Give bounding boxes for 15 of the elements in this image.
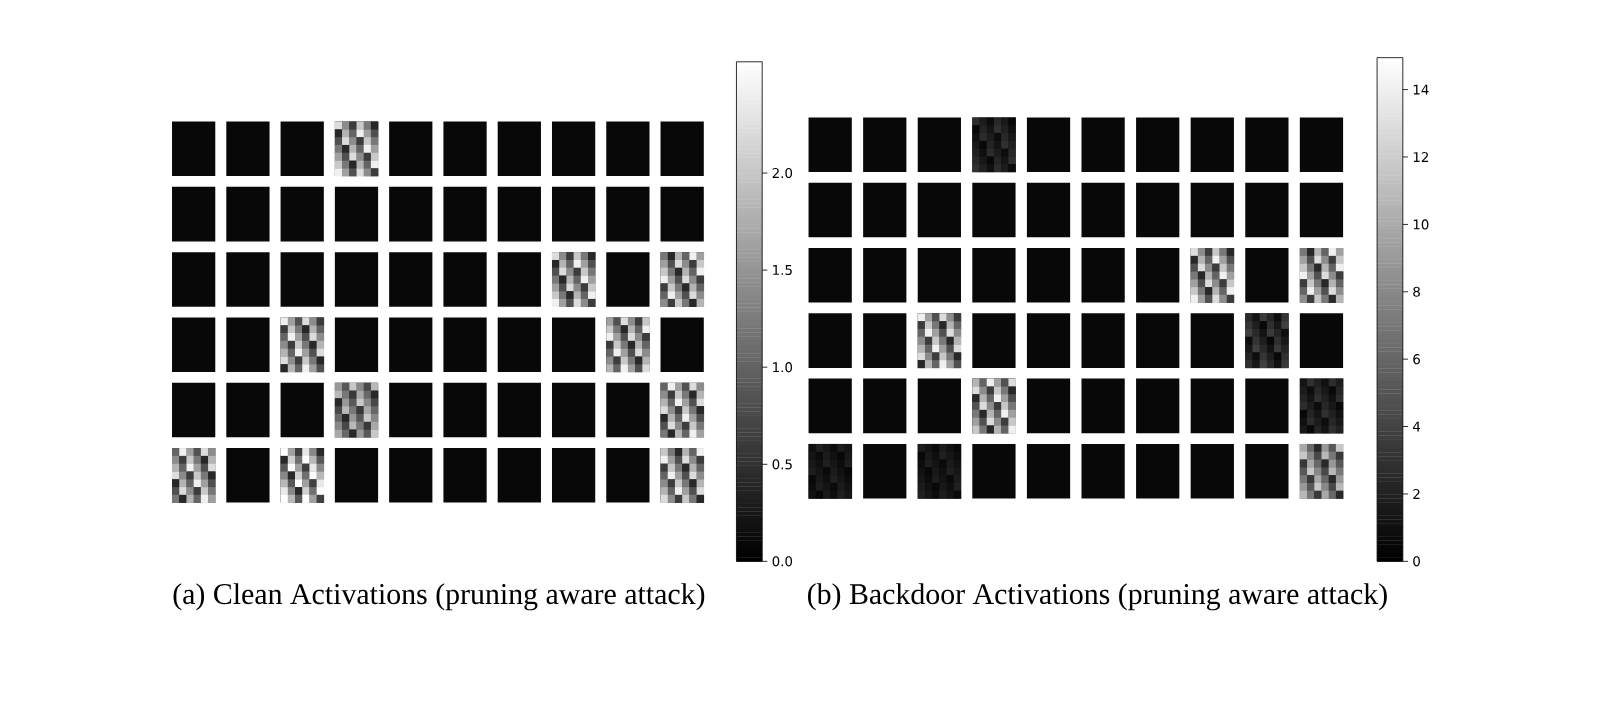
tick-label: 0 <box>1413 556 1420 567</box>
tick-label: 0.0 <box>772 556 793 567</box>
tick-label: 2.0 <box>772 168 793 179</box>
tick-label: 14 <box>1413 84 1429 95</box>
tick-label: 1.5 <box>773 265 792 276</box>
tick-label: 0.5 <box>772 459 792 470</box>
tick-label: 4 <box>1412 421 1421 432</box>
tick-label: 6 <box>1413 354 1420 365</box>
tick-label: 2 <box>1413 489 1420 499</box>
tick-label: 12 <box>1413 152 1428 162</box>
caption: (a) Clean Activations (pruning aware attack) <box>173 583 705 611</box>
tick-label: 1.0 <box>773 362 793 373</box>
tick-label: 8 <box>1413 286 1420 297</box>
caption: (b) Backdoor Activations (pruning aware attack) <box>808 583 1387 611</box>
tick-label: 10 <box>1413 219 1429 230</box>
